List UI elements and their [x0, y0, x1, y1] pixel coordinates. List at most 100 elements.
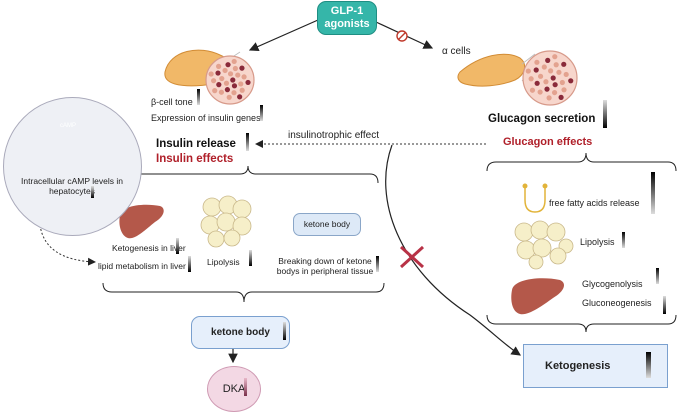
islet-cell-dot — [224, 87, 231, 93]
brace-lower-right — [486, 314, 677, 333]
islet-cell-dot — [537, 73, 544, 79]
lipolysis-right-label: Lipolysis — [580, 237, 615, 247]
up-arrow-breaking-down — [376, 256, 379, 272]
islet-cell-dot — [230, 77, 236, 83]
islet-cell-dot — [534, 59, 540, 65]
islet-cell-dot — [550, 75, 556, 81]
islet-cell-dot — [231, 83, 238, 89]
up-arrow-insulin-genes — [260, 105, 263, 121]
beta-cell-tone-label: β-cell tone — [151, 97, 193, 107]
islet-cell-dot — [245, 79, 251, 86]
islet-cell-dot — [239, 65, 245, 71]
islet-cell-dot — [241, 74, 247, 80]
islet-cell-dot — [231, 90, 237, 96]
islet-cell-dot — [238, 81, 244, 87]
islet-cell-dot — [559, 79, 565, 86]
down-arrow-ketogenesis-liver — [176, 238, 179, 254]
lipid-metabolism-label: lipid metabolism in liver — [98, 261, 186, 271]
islet-cell-dot — [218, 89, 225, 95]
dashed-camp-arrow — [39, 224, 96, 266]
breaking-down-label: Breaking down of ketone bodys in periphe… — [276, 256, 374, 276]
ketogenesis-label: Ketogenesis — [545, 360, 611, 372]
islet-cell-dot — [216, 63, 222, 69]
camp-label: cAMP — [60, 123, 77, 129]
intracellular-camp-label: Intracellular cAMP levels in hepatocytes — [21, 176, 123, 196]
up-arrow-insulin-release — [246, 133, 249, 151]
liver-left-icon — [119, 204, 164, 239]
islet-cell-dot — [525, 68, 531, 74]
adipose-right-icon — [514, 220, 574, 270]
alpha-cells-label: α cells — [442, 46, 471, 57]
down-arrow-ketone-body — [283, 322, 286, 340]
glp1-line2: agonists — [324, 18, 370, 30]
glucagon-secretion-label: Glucagon secretion — [488, 113, 596, 125]
curve-to-ketogenesis — [385, 144, 521, 356]
islet-cell-dot — [533, 67, 539, 73]
islet-cell-dot — [528, 76, 534, 82]
islet-cell-dot — [558, 94, 564, 100]
islet-cell-dot — [543, 79, 549, 85]
islet-cell-dot — [561, 87, 567, 93]
islet-cell-dot — [232, 65, 238, 72]
up-arrow-ketogenesis — [646, 352, 651, 378]
down-arrow-dka — [244, 378, 247, 396]
islet-cell-dot — [223, 80, 230, 86]
islet-cell-dot — [231, 58, 237, 65]
up-arrow-ffa — [651, 172, 655, 214]
islet-cell-dot — [226, 94, 232, 100]
ketogenesis-liver-label: Ketogenesis in liver — [112, 243, 186, 253]
islet-cell-dot — [544, 86, 550, 92]
islet-cell-dot — [235, 72, 241, 78]
islet-cell-dot — [553, 62, 559, 68]
islet-cell-dot — [541, 64, 547, 70]
liver-right-icon — [511, 278, 565, 315]
ketone-body-box: ketone body — [191, 316, 290, 349]
islet-cell-dot — [239, 87, 245, 93]
glp1-line1: GLP-1 — [330, 5, 364, 17]
ketogenesis-box: Ketogenesis — [523, 344, 668, 388]
islet-cell-dot — [563, 71, 569, 78]
glycogenolysis-label: Glycogenolysis — [582, 279, 643, 289]
islet-cell-dot — [548, 68, 554, 74]
up-arrow-lipolysis-right — [622, 232, 625, 248]
down-arrow-lipolysis-left — [249, 250, 252, 266]
ketone-body-small-box: ketone body — [293, 213, 361, 236]
up-arrow-glycogenolysis — [656, 268, 659, 284]
islet-cell-dot — [237, 94, 243, 100]
down-arrow-gluconeogenesis — [663, 296, 666, 314]
gluconeogenesis-label: Gluconeogenesis — [582, 298, 652, 308]
expression-insulin-genes-label: Expression of insulin genes — [151, 113, 261, 123]
hepatocyte-circle — [3, 97, 142, 236]
insulin-release-label: Insulin release — [156, 138, 236, 150]
down-arrow-lipid-metabolism — [188, 256, 191, 272]
glp1-agonists-box: GLP-1 agonists — [317, 1, 377, 35]
arrow-to-beta-cells — [248, 19, 319, 52]
insulinotrophic-effect-label: insulinotrophic effect — [288, 130, 379, 141]
islet-cell-dot — [216, 82, 222, 88]
dka-circle: DKA — [207, 366, 261, 412]
pancreas-right-shape — [457, 53, 526, 87]
insulin-effects-label: Insulin effects — [156, 153, 234, 165]
islet-cell-dot — [545, 57, 551, 63]
islet-cell-dot — [215, 70, 221, 76]
lipolysis-left-label: Lipolysis — [207, 257, 240, 267]
islet-cell-dot — [211, 78, 217, 84]
glucagon-effects-label: Glucagon effects — [503, 136, 593, 148]
islet-cell-dot — [546, 95, 552, 101]
islet-cell-dot — [227, 71, 234, 77]
down-arrow-camp — [91, 186, 94, 198]
islet-cell-dot — [529, 87, 536, 93]
down-arrow-glucagon — [603, 100, 607, 128]
brace-insulin-effects — [102, 165, 379, 184]
islet-cell-dot — [208, 71, 214, 77]
islet-cell-dot — [534, 80, 540, 86]
islet-cell-dot — [212, 88, 218, 94]
islet-cell-dot — [552, 82, 558, 88]
islet-cell-dot — [222, 67, 228, 74]
up-arrow-beta-tone — [197, 89, 200, 105]
islet-cell-dot — [551, 89, 558, 96]
islet-cell-dot — [556, 69, 562, 75]
islet-cell-dot — [552, 54, 558, 60]
islet-cell-dot — [537, 89, 543, 95]
fatty-acid-icon — [524, 186, 546, 213]
